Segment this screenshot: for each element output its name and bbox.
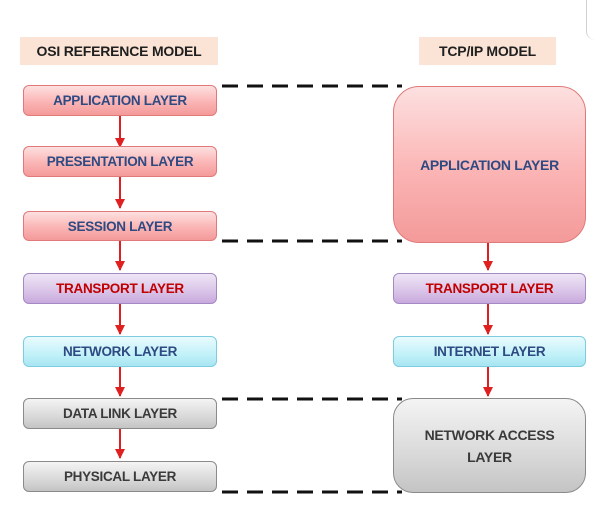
osi-data-link-layer-label: DATA LINK LAYER [62, 406, 177, 421]
tcpip-network-access-label-line1: NETWORK ACCESS [424, 426, 555, 443]
tcpip-network-access-layer: NETWORK ACCESS LAYER [393, 398, 586, 493]
tcpip-transport-layer: TRANSPORT LAYER [393, 273, 586, 304]
tcpip-model-heading: TCP/IP MODEL [419, 37, 556, 65]
osi-data-link-layer: DATA LINK LAYER [23, 398, 217, 429]
tcpip-network-access-label-line2: LAYER [467, 448, 512, 465]
osi-transport-layer-label: TRANSPORT LAYER [56, 281, 184, 296]
corner-decoration [586, 0, 595, 40]
osi-physical-layer: PHYSICAL LAYER [23, 461, 217, 492]
osi-network-layer: NETWORK LAYER [23, 336, 217, 367]
tcpip-application-layer-label: APPLICATION LAYER [420, 156, 559, 173]
tcpip-internet-layer-label: INTERNET LAYER [433, 344, 546, 359]
osi-transport-layer: TRANSPORT LAYER [23, 273, 217, 304]
osi-application-layer-label: APPLICATION LAYER [53, 93, 187, 108]
tcpip-transport-layer-label: TRANSPORT LAYER [425, 281, 554, 296]
osi-physical-layer-label: PHYSICAL LAYER [63, 469, 177, 484]
osi-presentation-layer: PRESENTATION LAYER [23, 146, 217, 177]
osi-model-heading: OSI REFERENCE MODEL [20, 37, 218, 65]
osi-session-layer: SESSION LAYER [23, 211, 217, 241]
osi-application-layer: APPLICATION LAYER [23, 85, 217, 116]
osi-network-layer-label: NETWORK LAYER [62, 344, 178, 359]
osi-session-layer-label: SESSION LAYER [67, 218, 173, 234]
tcpip-internet-layer: INTERNET LAYER [393, 336, 586, 367]
osi-presentation-layer-label: PRESENTATION LAYER [46, 154, 194, 169]
tcpip-application-layer: APPLICATION LAYER [393, 86, 586, 243]
